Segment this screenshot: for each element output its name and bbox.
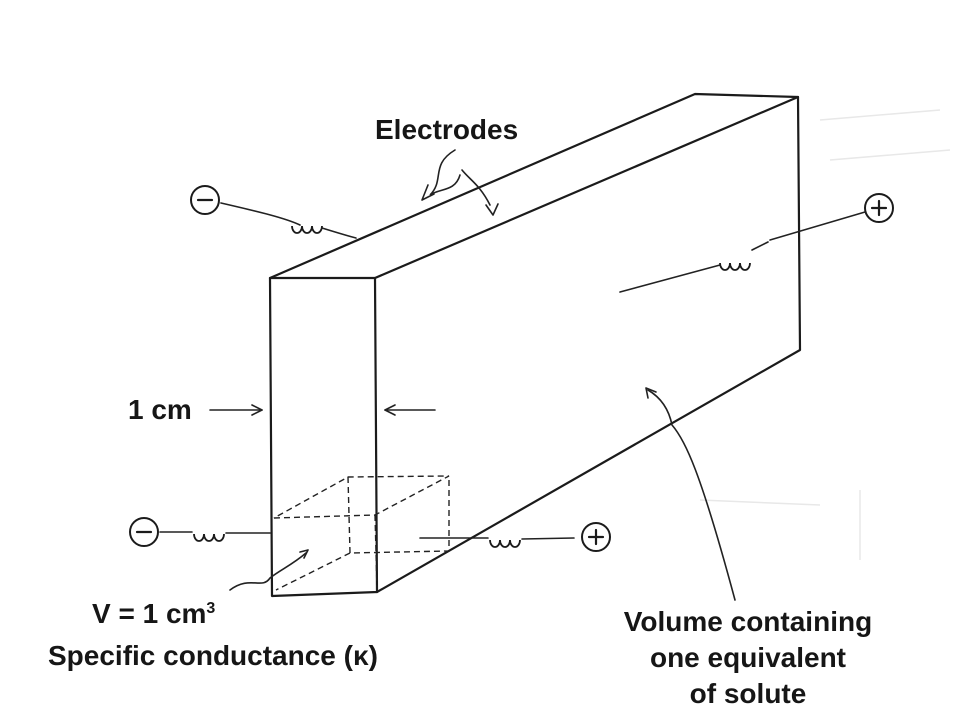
positive-electrode-bottom [419, 522, 611, 552]
width-label: 1 cm [128, 394, 192, 425]
solute-volume-pointer [645, 387, 736, 601]
specific-conductance-label: Specific conductance (κ) [48, 640, 378, 671]
unit-cube-dashed [273, 475, 450, 591]
negative-electrode-top [190, 185, 357, 239]
unit-volume-text: V = 1 cm [92, 598, 207, 629]
unit-volume-exponent: 3 [206, 600, 216, 617]
solute-volume-line-2: one equivalent [649, 642, 847, 673]
negative-electrode-bottom [129, 517, 271, 547]
unit-volume-label: V = 1 cm3 [92, 600, 215, 628]
front-face [268, 276, 379, 598]
cell-box [268, 92, 802, 598]
positive-electrode-top [619, 193, 894, 293]
solute-volume-line-1: Volume containing [623, 606, 873, 637]
scan-ghost-marks [699, 109, 951, 560]
electrodes-label: Electrodes [375, 114, 519, 145]
volume-pointer [229, 549, 309, 591]
right-face-edges [375, 95, 802, 594]
solute-volume-label: Volume containing one equivalent of solu… [588, 604, 908, 712]
top-face [268, 92, 800, 280]
solute-volume-line-3: of solute [689, 678, 807, 709]
electrodes-arrows [421, 149, 499, 216]
width-arrows [209, 404, 436, 416]
